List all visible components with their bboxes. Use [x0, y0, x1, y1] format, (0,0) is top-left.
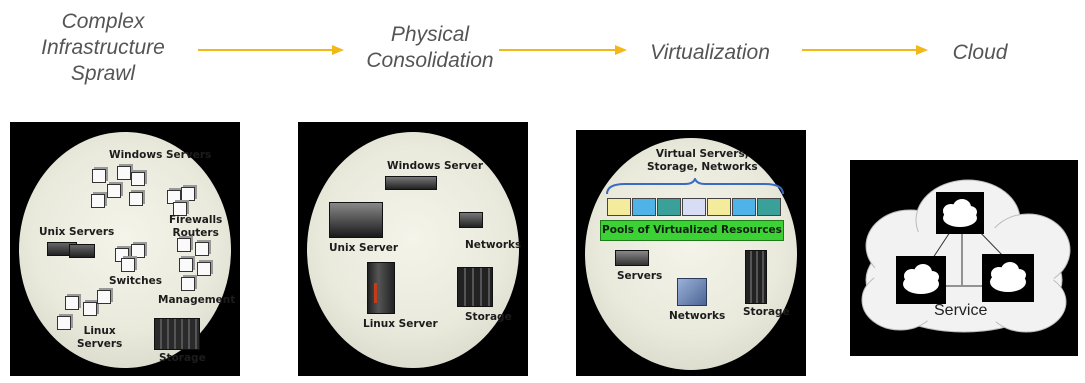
management-cube-icon	[181, 277, 195, 291]
arrow-2-icon	[499, 45, 627, 55]
stage-complex-infrastructure-sprawl: Complex Infrastructure Sprawl	[18, 9, 188, 87]
linux-server-icon	[367, 262, 395, 314]
label-linux: Linux	[83, 325, 116, 337]
brace-icon	[606, 178, 784, 195]
label-routers: Routers	[172, 227, 219, 239]
network-device-icon	[459, 212, 483, 228]
server-cube-icon	[117, 166, 131, 180]
linux-cube-icon	[83, 302, 97, 316]
virtual-resource-box	[632, 198, 656, 216]
panel-sprawl: Windows Servers Firewalls Routers Unix S…	[10, 122, 240, 376]
linux-cube-icon	[97, 290, 111, 304]
server-cube-icon	[107, 184, 121, 198]
virtual-resource-box	[732, 198, 756, 216]
label-virtual-title: Virtual Servers, Storage, Networks	[647, 148, 758, 174]
firewall-cube-icon	[181, 187, 195, 201]
label-service: Service	[934, 302, 988, 319]
virtual-resource-box	[657, 198, 681, 216]
firewall-cube-icon	[173, 202, 187, 216]
label-storage: Storage	[159, 352, 206, 364]
management-cube-icon	[177, 238, 191, 252]
windows-server-icon	[385, 176, 437, 190]
storage-rack-icon	[457, 267, 493, 307]
label-networks: Networks	[465, 239, 522, 251]
stage-2-line-2: Consolidation	[366, 49, 494, 72]
label-switches: Switches	[109, 275, 162, 287]
arrow-3-icon	[802, 45, 928, 55]
switch-cube-icon	[131, 244, 145, 258]
stage-1-line-2: Infrastructure	[41, 36, 165, 59]
stage-1-line-3: Sprawl	[70, 62, 136, 85]
arrow-1-icon	[198, 45, 344, 55]
storage-rack-icon	[154, 318, 200, 350]
label-storage: Storage	[743, 306, 790, 318]
stage-2-line-1: Physical	[390, 23, 470, 46]
consolidation-circle: Windows Server Unix Server Networks Linu…	[307, 132, 522, 368]
virtualization-circle: Virtual Servers, Storage, Networks Pools…	[585, 138, 797, 370]
label-windows-server: Windows Server	[387, 160, 483, 172]
label-storage-networks: Storage, Networks	[647, 161, 758, 173]
label-unix-servers: Unix Servers	[39, 226, 115, 238]
label-unix-server: Unix Server	[329, 242, 399, 254]
server-cube-icon	[91, 194, 105, 208]
server-cube-icon	[129, 192, 143, 206]
label-windows-servers: Windows Servers	[109, 149, 212, 161]
label-servers: Servers	[77, 338, 123, 350]
server-cube-icon	[92, 169, 106, 183]
linux-cube-icon	[65, 296, 79, 310]
sprawl-circle: Windows Servers Firewalls Routers Unix S…	[19, 132, 235, 368]
label-firewalls: Firewalls	[169, 214, 223, 226]
linux-cube-icon	[57, 316, 71, 330]
label-firewalls-routers: Firewalls Routers	[169, 214, 222, 240]
label-storage: Storage	[465, 311, 512, 323]
server-cube-icon	[131, 172, 145, 186]
management-cube-icon	[179, 258, 193, 272]
switch-cube-icon	[121, 258, 135, 272]
storage-rack-icon	[745, 250, 767, 304]
virtual-resource-box	[757, 198, 781, 216]
service-node-right-icon	[982, 254, 1034, 302]
label-servers: Servers	[617, 270, 663, 282]
servers-icon	[615, 250, 649, 266]
pools-of-virtualized-resources: Pools of Virtualized Resources	[600, 220, 784, 241]
stage-3-line-1: Virtualization	[650, 41, 770, 64]
virtual-resource-box	[707, 198, 731, 216]
label-management: Management	[158, 294, 236, 306]
stage-1-line-1: Complex	[61, 10, 145, 33]
panel-virtualization: Virtual Servers, Storage, Networks Pools…	[576, 130, 806, 376]
management-cube-icon	[195, 242, 209, 256]
stage-cloud: Cloud	[925, 40, 1035, 66]
stage-virtualization: Virtualization	[620, 40, 800, 66]
label-networks: Networks	[669, 310, 726, 322]
stage-4-line-1: Cloud	[952, 41, 1008, 64]
networks-icon	[677, 278, 707, 306]
virtual-resource-box	[607, 198, 631, 216]
cloud-icon	[861, 179, 1071, 333]
label-linux-servers: Linux Servers	[77, 325, 122, 351]
unix-server-icon	[329, 202, 383, 238]
panel-cloud: Service	[850, 160, 1078, 356]
stage-physical-consolidation: Physical Consolidation	[330, 22, 530, 74]
label-virtual-servers: Virtual Servers,	[655, 148, 749, 160]
management-cube-icon	[197, 262, 211, 276]
virtual-resource-box	[682, 198, 706, 216]
service-node-top-icon	[936, 192, 984, 234]
panel-consolidation: Windows Server Unix Server Networks Linu…	[298, 122, 528, 376]
unix-server-icon	[69, 244, 95, 258]
label-linux-server: Linux Server	[363, 318, 438, 330]
service-node-left-icon	[896, 256, 946, 304]
